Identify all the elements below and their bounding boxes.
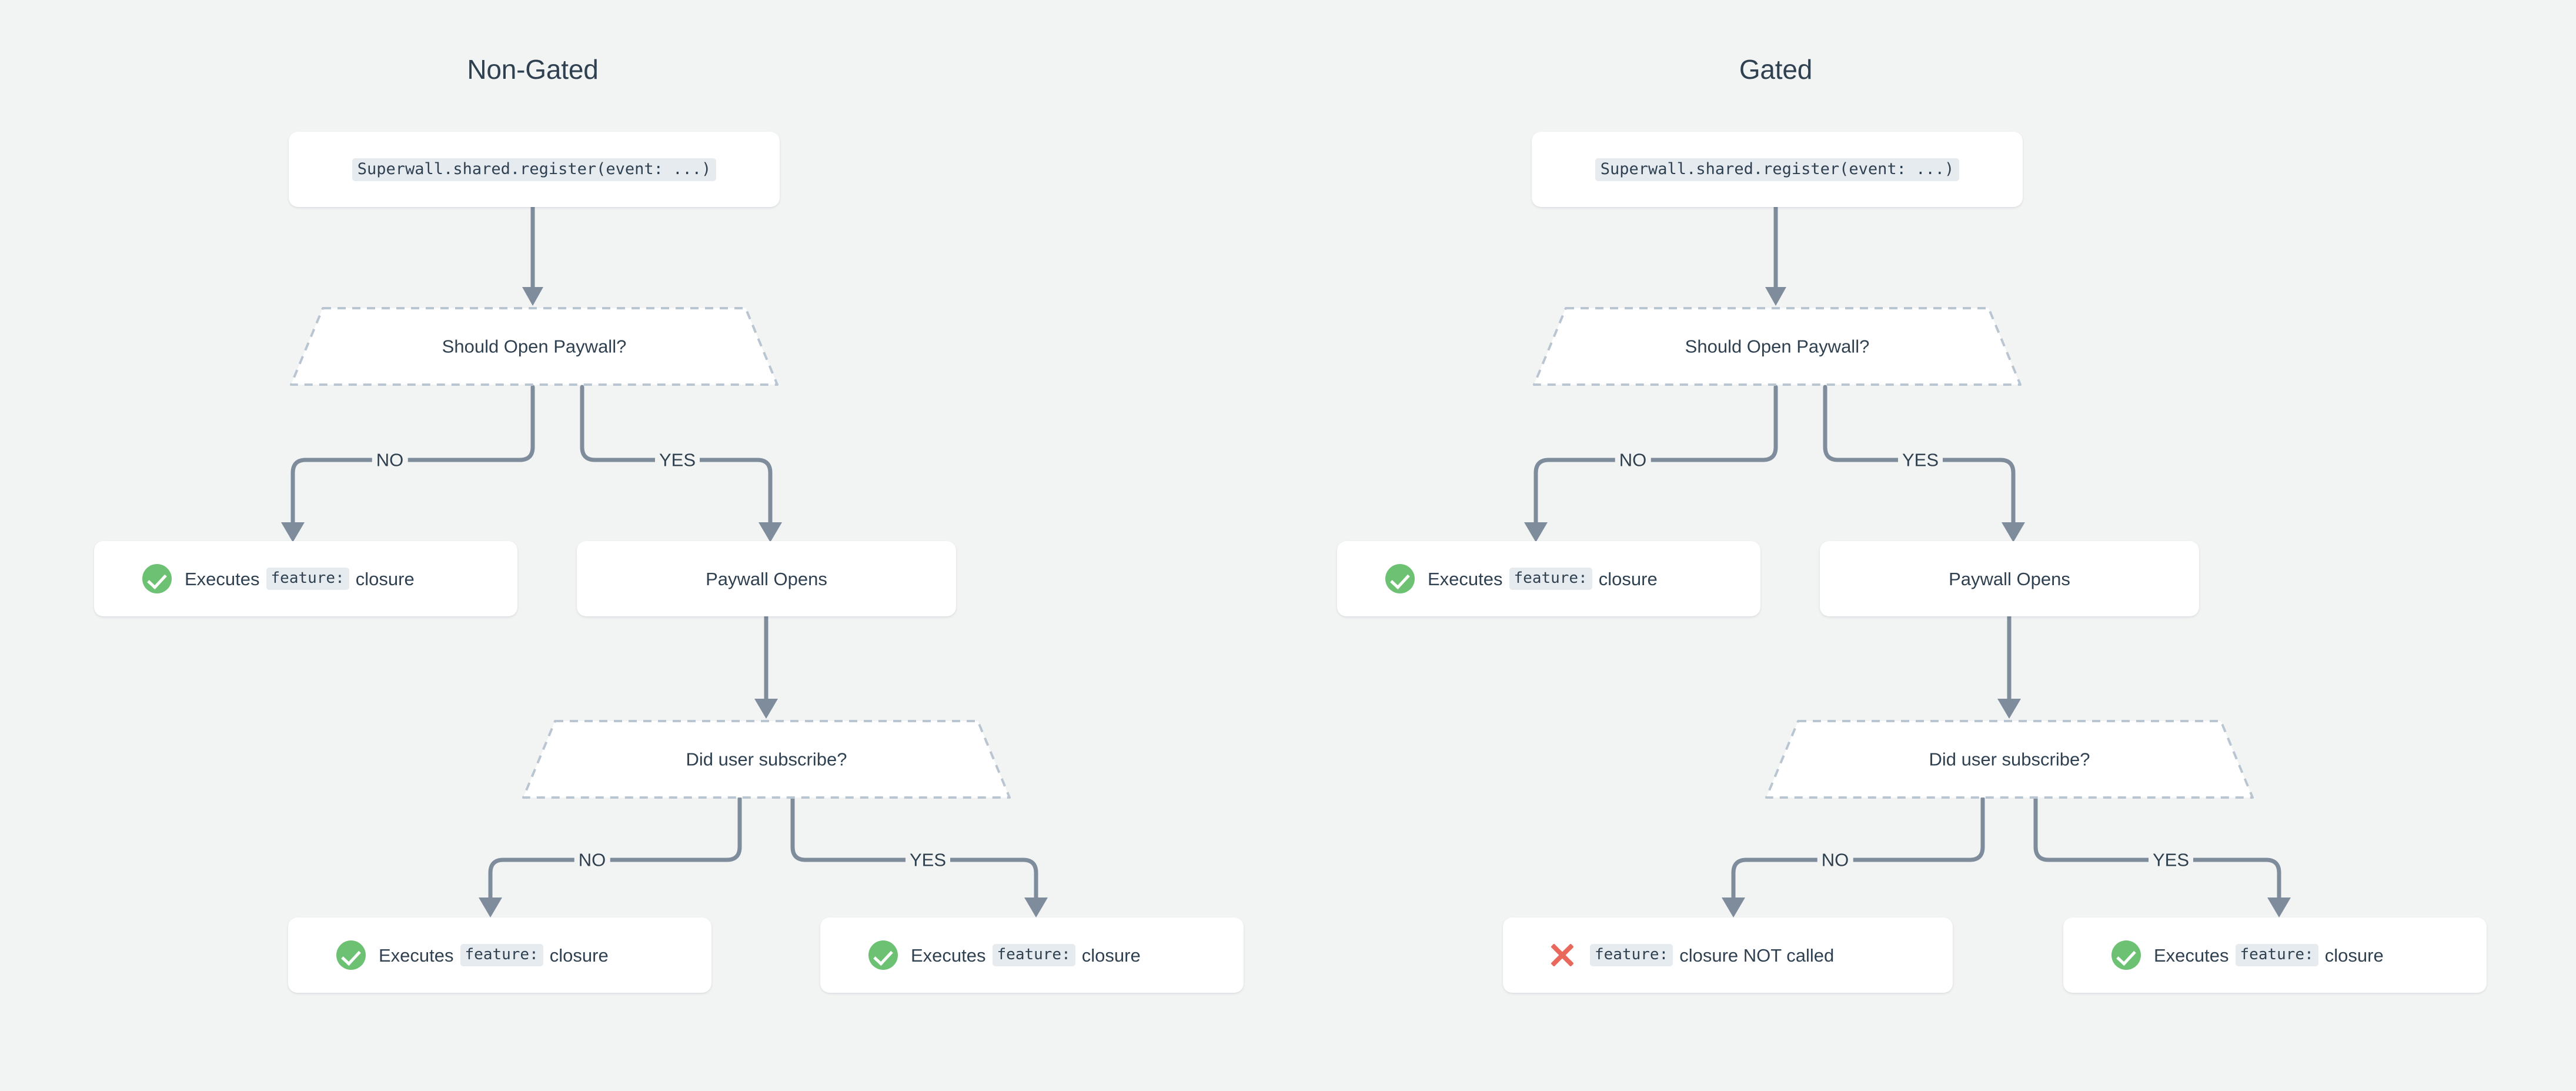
node-decision-did-user-subscribe-left[interactable]: Did user subscribe?	[521, 719, 1012, 800]
result-text-sub-no-right: feature: closure NOT called	[1590, 944, 1834, 966]
column-title-non-gated: Non-Gated	[467, 54, 599, 85]
code-chip-register-left: Superwall.shared.register(event: ...)	[352, 158, 717, 181]
node-register-right[interactable]: Superwall.shared.register(event: ...)	[1532, 132, 2023, 207]
branch-label-no-sub-right: NO	[1817, 850, 1853, 869]
arrowhead-yes-right	[2002, 522, 2025, 542]
branch-label-yes-sub-right: YES	[2148, 850, 2194, 869]
connector-decision2-no-left	[488, 796, 742, 906]
code-chip-feature: feature:	[2235, 944, 2318, 966]
check-circle-icon	[868, 940, 898, 970]
result-suffix: closure	[549, 945, 609, 966]
node-label-paywall-left: Paywall Opens	[706, 568, 827, 589]
result-text-sub-no-left: Executes feature: closure	[379, 944, 609, 966]
result-no-left[interactable]: Executes feature: closure	[94, 541, 517, 616]
result-suffix: closure	[1598, 568, 1658, 589]
connector-decision1-no-right	[1533, 385, 1778, 532]
check-circle-icon	[336, 940, 366, 970]
result-sub-no-left[interactable]: Executes feature: closure	[288, 917, 711, 993]
result-suffix: closure	[1081, 945, 1141, 966]
arrowhead-decision1-right	[1765, 287, 1786, 306]
result-prefix: Executes	[379, 945, 454, 966]
arrowhead-decision1-left	[522, 287, 543, 306]
branch-label-no-right: NO	[1615, 451, 1651, 469]
code-chip-register-right: Superwall.shared.register(event: ...)	[1595, 158, 1960, 181]
arrowhead-sub-yes-right	[2267, 898, 2291, 917]
result-no-right[interactable]: Executes feature: closure	[1337, 541, 1760, 616]
result-prefix: Executes	[2154, 945, 2229, 966]
result-suffix: closure NOT called	[1679, 945, 1835, 966]
connector-decision1-no-left	[290, 385, 535, 532]
arrowhead-no-right	[1524, 522, 1548, 542]
decision-label-right-2: Did user subscribe?	[1929, 749, 2090, 770]
result-text-no-right: Executes feature: closure	[1428, 568, 1658, 590]
result-text-sub-yes-left: Executes feature: closure	[911, 944, 1141, 966]
branch-label-yes-left: YES	[654, 451, 700, 469]
branch-label-yes-right: YES	[1897, 451, 1943, 469]
node-label-paywall-right: Paywall Opens	[1949, 568, 2070, 589]
arrowhead-sub-no-left	[479, 898, 502, 917]
node-decision-should-open-paywall-right[interactable]: Should Open Paywall?	[1532, 306, 2023, 387]
branch-label-no-sub-left: NO	[574, 850, 610, 869]
arrowhead-decision2-left	[754, 699, 778, 719]
x-mark-icon	[1548, 940, 1577, 970]
result-prefix: Executes	[911, 945, 986, 966]
node-paywall-opens-right[interactable]: Paywall Opens	[1820, 541, 2199, 616]
result-text-no-left: Executes feature: closure	[185, 568, 415, 590]
result-prefix: Executes	[185, 568, 260, 589]
check-circle-icon	[1385, 564, 1415, 593]
result-suffix: closure	[2324, 945, 2384, 966]
result-text-sub-yes-right: Executes feature: closure	[2154, 944, 2384, 966]
arrowhead-decision2-right	[1997, 699, 2021, 719]
result-sub-no-right[interactable]: feature: closure NOT called	[1503, 917, 1953, 993]
branch-label-yes-sub-left: YES	[905, 850, 951, 869]
check-circle-icon	[142, 564, 172, 593]
arrowhead-no-left	[281, 522, 305, 542]
result-sub-yes-right[interactable]: Executes feature: closure	[2063, 917, 2487, 993]
check-circle-icon	[2111, 940, 2141, 970]
node-paywall-opens-left[interactable]: Paywall Opens	[577, 541, 956, 616]
code-chip-feature: feature:	[1509, 568, 1592, 590]
code-chip-feature: feature:	[460, 944, 543, 966]
code-chip-feature: feature:	[266, 568, 349, 590]
decision-label-left-1: Should Open Paywall?	[442, 336, 627, 357]
code-chip-feature: feature:	[1590, 944, 1673, 966]
decision-label-left-2: Did user subscribe?	[686, 749, 847, 770]
result-sub-yes-left[interactable]: Executes feature: closure	[820, 917, 1244, 993]
branch-label-no-left: NO	[372, 451, 408, 469]
code-chip-feature: feature:	[992, 944, 1075, 966]
decision-label-right-1: Should Open Paywall?	[1685, 336, 1870, 357]
result-prefix: Executes	[1428, 568, 1503, 589]
arrowhead-sub-yes-left	[1024, 898, 1048, 917]
arrowhead-sub-no-right	[1722, 898, 1745, 917]
node-register-left[interactable]: Superwall.shared.register(event: ...)	[289, 132, 780, 207]
connector-decision2-no-right	[1731, 796, 1985, 906]
arrowhead-yes-left	[759, 522, 782, 542]
column-title-gated: Gated	[1739, 54, 1813, 85]
node-decision-did-user-subscribe-right[interactable]: Did user subscribe?	[1764, 719, 2255, 800]
result-suffix: closure	[355, 568, 415, 589]
node-decision-should-open-paywall-left[interactable]: Should Open Paywall?	[289, 306, 780, 387]
